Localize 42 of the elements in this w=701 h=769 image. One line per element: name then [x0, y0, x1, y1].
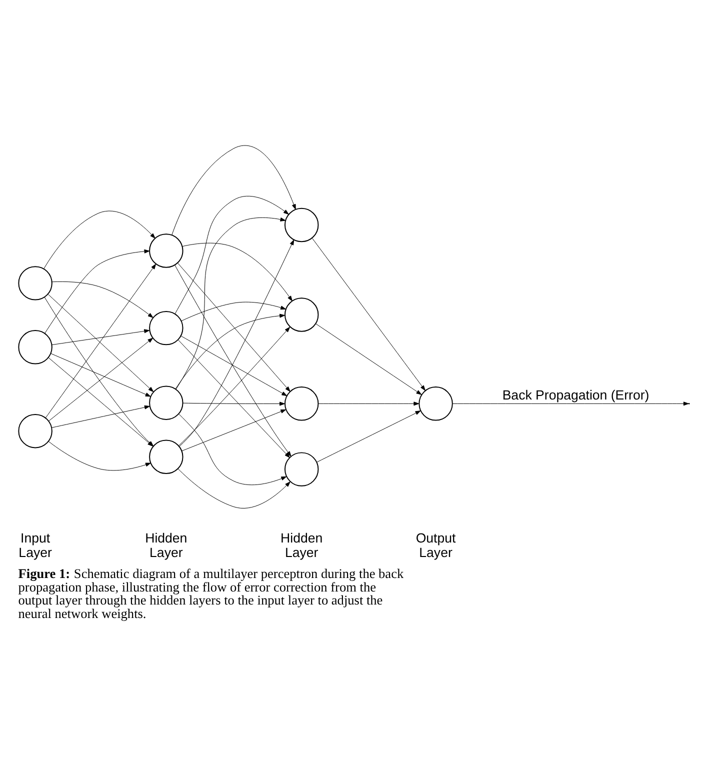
arrow — [177, 262, 290, 392]
arrow — [318, 401, 420, 406]
arrow — [178, 468, 290, 508]
label: Hidden Layer — [280, 530, 323, 560]
arrow — [179, 239, 294, 446]
arrow — [180, 335, 288, 396]
arrow — [178, 326, 290, 446]
arrow — [182, 242, 292, 301]
label: Output Layer — [416, 530, 456, 560]
arrow — [176, 216, 286, 389]
arrow — [316, 323, 422, 394]
arrow — [52, 280, 154, 318]
arrow — [48, 440, 151, 470]
arrow — [174, 195, 289, 314]
edge-label: Back Propagation (Error) — [502, 386, 650, 402]
arrow — [312, 237, 426, 390]
node-circle — [149, 310, 184, 345]
arrow — [182, 408, 286, 451]
arrow — [48, 293, 154, 392]
arrow — [50, 352, 151, 396]
label: Input Layer — [18, 530, 52, 560]
arrow — [182, 401, 285, 406]
arrow — [178, 413, 287, 485]
arrow — [48, 337, 154, 421]
arrow — [181, 301, 286, 321]
arrow — [52, 328, 150, 345]
arrow — [178, 339, 290, 458]
arrow — [45, 263, 156, 418]
arrow — [452, 401, 689, 406]
label: Hidden Layer — [145, 530, 188, 560]
arrow — [51, 404, 150, 428]
arrow — [44, 210, 156, 268]
arrow — [174, 264, 292, 456]
node-circle — [18, 266, 52, 300]
node-circle — [418, 386, 453, 420]
caption: Figure 1: Schematic diagram of a multilayer perceptron during the back propagation phase, illustrating the flow of error correction from the output layer through the hidden layers to the input layer to adjust the neural network weights. — [18, 565, 404, 620]
arrow — [316, 410, 421, 462]
node-circle — [18, 330, 52, 364]
arrow — [44, 248, 150, 334]
arrow — [175, 313, 286, 389]
node-circle — [18, 413, 52, 448]
arrow — [172, 144, 296, 235]
